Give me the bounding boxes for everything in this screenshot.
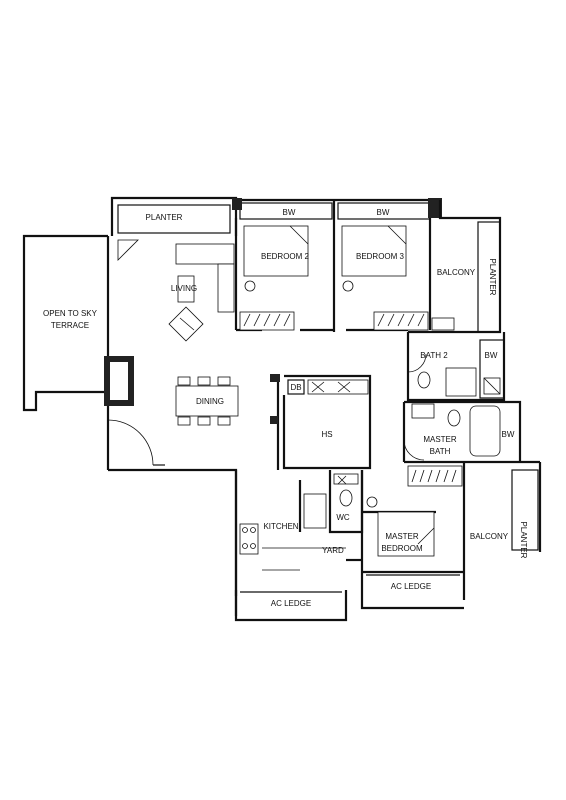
room-labels: PLANTER BW BW BEDROOM 2 BEDROOM 3 BALCON…	[43, 208, 528, 608]
label-planter-right-top: PLANTER	[488, 259, 497, 296]
label-planter-right-bottom: PLANTER	[519, 522, 528, 559]
label-bw-4: BW	[502, 430, 515, 439]
label-master-bedroom-line2: BEDROOM	[381, 544, 423, 553]
label-planter-top: PLANTER	[146, 213, 183, 222]
label-balcony-right: BALCONY	[470, 532, 509, 541]
label-hs: HS	[321, 430, 332, 439]
label-master-bath-line2: BATH	[430, 447, 451, 456]
label-terrace-line1: OPEN TO SKY	[43, 309, 98, 318]
label-bw-3: BW	[485, 351, 498, 360]
fixtures	[104, 225, 501, 557]
label-balcony-top: BALCONY	[437, 268, 476, 277]
label-ac-ledge-1: AC LEDGE	[271, 599, 311, 608]
label-master-bedroom-line1: MASTER	[385, 532, 419, 541]
label-kitchen: KITCHEN	[263, 522, 298, 531]
label-living: LIVING	[171, 284, 197, 293]
label-master-bath-line1: MASTER	[423, 435, 457, 444]
label-yard: YARD	[322, 546, 344, 555]
label-bedroom-2: BEDROOM 2	[261, 252, 310, 261]
label-bedroom-3: BEDROOM 3	[356, 252, 405, 261]
label-wc: WC	[336, 513, 350, 522]
label-dining: DINING	[196, 397, 224, 406]
label-bw-2: BW	[377, 208, 390, 217]
label-db: DB	[290, 383, 301, 392]
label-ac-ledge-2: AC LEDGE	[391, 582, 431, 591]
label-bw-1: BW	[283, 208, 296, 217]
label-bath-2: BATH 2	[420, 351, 448, 360]
label-terrace-line2: TERRACE	[51, 321, 89, 330]
